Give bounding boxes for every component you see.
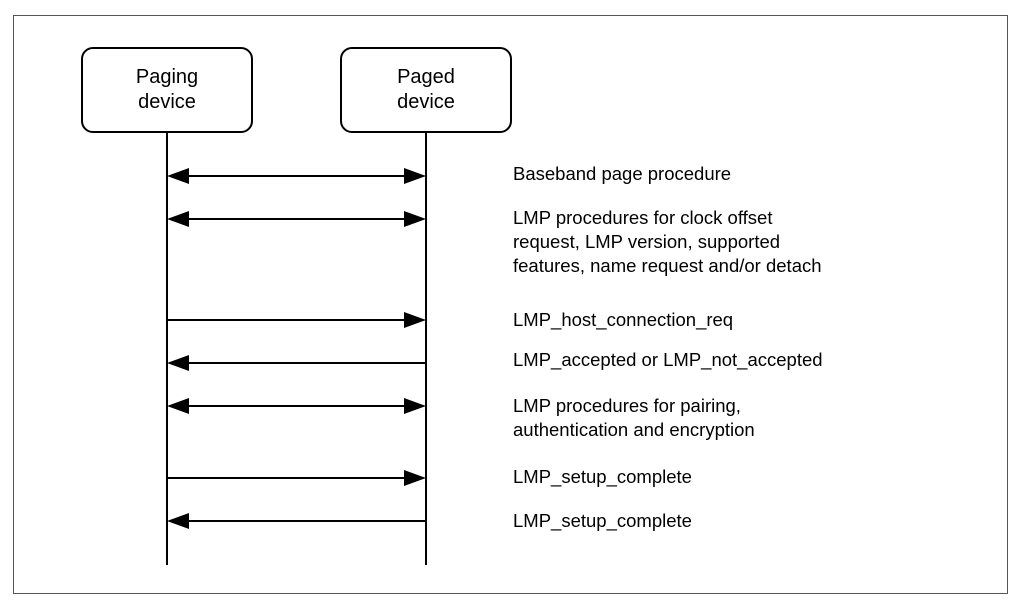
arrowhead-right-icon	[404, 211, 426, 227]
message-text: LMP_setup_complete	[513, 466, 692, 487]
actor-label-line1: Paging	[135, 66, 199, 88]
arrowhead-left-icon	[167, 168, 189, 184]
actor-label-line1: Paged	[397, 66, 455, 88]
actor-label-line2: device	[138, 91, 196, 113]
arrowhead-right-icon	[404, 398, 426, 414]
actor-label-line2: device	[397, 91, 455, 113]
diagram-frame	[13, 15, 1008, 594]
arrowhead-right-icon	[404, 312, 426, 328]
actor-paged-device: Paged device	[340, 47, 512, 133]
message-label-1: Baseband page procedure	[513, 162, 731, 186]
message-text: LMP_accepted or LMP_not_accepted	[513, 349, 823, 370]
message-text: LMP_setup_complete	[513, 510, 692, 531]
message-text: LMP procedures for clock offset	[513, 207, 773, 228]
message-label-7: LMP_setup_complete	[513, 509, 692, 533]
message-text: features, name request and/or detach	[513, 255, 822, 276]
message-text: authentication and encryption	[513, 419, 755, 440]
actor-paging-device: Paging device	[81, 47, 253, 133]
arrowhead-right-icon	[404, 168, 426, 184]
arrowhead-left-icon	[167, 211, 189, 227]
arrowhead-left-icon	[167, 513, 189, 529]
message-text: LMP_host_connection_req	[513, 309, 734, 330]
message-label-3: LMP_host_connection_req	[513, 308, 733, 332]
message-text: Baseband page procedure	[513, 163, 732, 184]
arrowhead-left-icon	[167, 355, 189, 371]
message-label-5: LMP procedures for pairing, authenticati…	[513, 394, 755, 442]
message-text: request, LMP version, supported	[513, 231, 781, 252]
arrowhead-right-icon	[404, 470, 426, 486]
message-label-4: LMP_accepted or LMP_not_accepted	[513, 348, 823, 372]
message-label-6: LMP_setup_complete	[513, 465, 692, 489]
message-label-2: LMP procedures for clock offset request,…	[513, 206, 822, 278]
arrowhead-left-icon	[167, 398, 189, 414]
message-text: LMP procedures for pairing,	[513, 395, 741, 416]
